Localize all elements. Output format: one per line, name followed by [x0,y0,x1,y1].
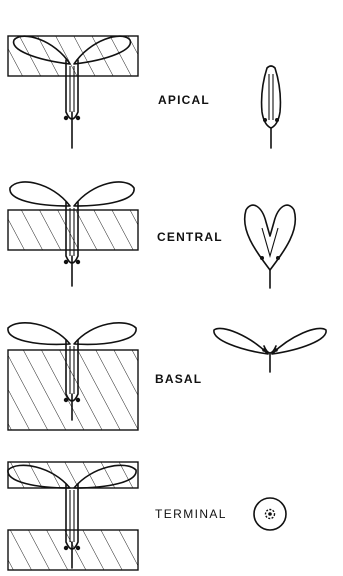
label-central: CENTRAL [157,230,223,244]
label-basal: BASAL [155,372,202,386]
label-terminal: TERMINAL [155,507,227,521]
terminal-row [8,462,286,570]
basal-block [8,350,138,430]
apical-icon [262,66,281,148]
terminal-block-lower [8,530,138,570]
central-icon [245,205,296,288]
apical-block [8,36,138,76]
central-row [8,182,295,288]
central-block [8,210,138,250]
basal-icon [214,328,326,372]
label-apical: APICAL [158,93,210,107]
terminal-icon [254,498,286,530]
apical-row [8,36,280,148]
